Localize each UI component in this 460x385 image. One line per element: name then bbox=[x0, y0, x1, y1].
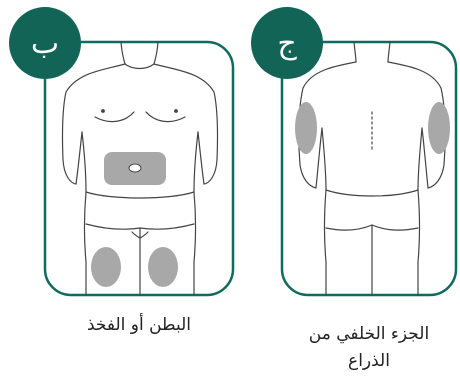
left-thigh-injection-zone bbox=[148, 247, 178, 287]
navel-mark bbox=[129, 164, 141, 172]
back-panel-badge-letter: ج bbox=[277, 26, 297, 61]
back-panel: ج bbox=[251, 7, 456, 295]
back-panel-caption-line-2: الذراع bbox=[282, 350, 456, 373]
back-panel-caption-line-1: الجزء الخلفي من bbox=[282, 323, 456, 346]
front-panel-caption: البطن أو الفخذ bbox=[45, 314, 233, 337]
left-arm-back-injection-zone bbox=[428, 102, 450, 154]
front-panel-badge-letter: ب bbox=[31, 26, 59, 61]
front-panel: ب bbox=[9, 7, 233, 295]
right-thigh-injection-zone bbox=[91, 247, 121, 287]
right-arm-back-injection-zone bbox=[295, 102, 317, 154]
